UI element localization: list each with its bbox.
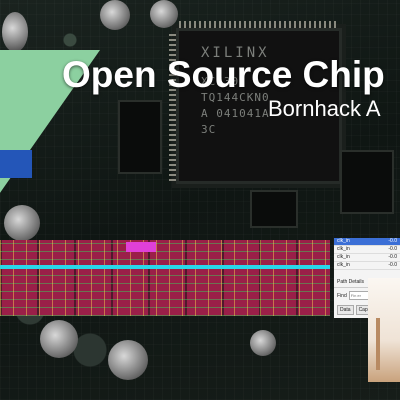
chip-line: 3C xyxy=(201,123,217,136)
capacitor xyxy=(100,0,130,30)
chip-line: A 041041A xyxy=(201,107,270,120)
row-value: -0.0 xyxy=(388,238,397,244)
path-details-header: Path Details xyxy=(334,278,400,288)
row-name: clk_in xyxy=(337,262,350,268)
row-name: clk_in xyxy=(337,238,350,244)
chip-line: TQ144CKN0 xyxy=(201,91,270,104)
photo-thumbnail xyxy=(368,278,400,382)
slide-subtitle: Bornhack A xyxy=(268,96,381,121)
chip-pins-top xyxy=(179,21,339,28)
find-label: Find xyxy=(337,292,347,299)
furniture-leg xyxy=(376,318,380,370)
small-chip xyxy=(250,190,298,228)
table-row[interactable]: clk_in -0.0 xyxy=(334,246,400,254)
chip-pins-left xyxy=(169,31,176,181)
capacitor xyxy=(250,330,276,356)
small-chip xyxy=(118,100,162,174)
chip-line: XCS30 xyxy=(201,75,240,88)
table-row[interactable]: clk_in -0.0 xyxy=(334,262,400,270)
table-row[interactable]: clk_in -0.0 xyxy=(334,254,400,262)
slide-title: Open Source Chip xyxy=(62,54,385,95)
row-name: clk_in xyxy=(337,254,350,260)
row-value: -0.0 xyxy=(388,254,397,260)
blue-accent xyxy=(0,150,32,178)
capacitor xyxy=(40,320,78,358)
row-name: clk_in xyxy=(337,246,350,252)
small-chip xyxy=(340,150,394,214)
capacitor xyxy=(108,340,148,380)
layout-net-bar xyxy=(0,265,330,269)
fpga-chip: XILINX XCS30 TQ144CKN0 A 041041A 3C xyxy=(169,21,342,184)
capacitor xyxy=(2,12,28,52)
chip-layout-view xyxy=(0,240,330,316)
row-value: -0.0 xyxy=(388,246,397,252)
layout-block xyxy=(126,242,156,252)
tab-data[interactable]: Data xyxy=(337,305,354,315)
capacitor xyxy=(4,205,40,241)
chip-brand: XILINX xyxy=(201,45,270,61)
row-value: -0.0 xyxy=(388,262,397,268)
capacitor xyxy=(150,0,178,28)
table-row[interactable]: clk_in -0.0 xyxy=(334,238,400,246)
